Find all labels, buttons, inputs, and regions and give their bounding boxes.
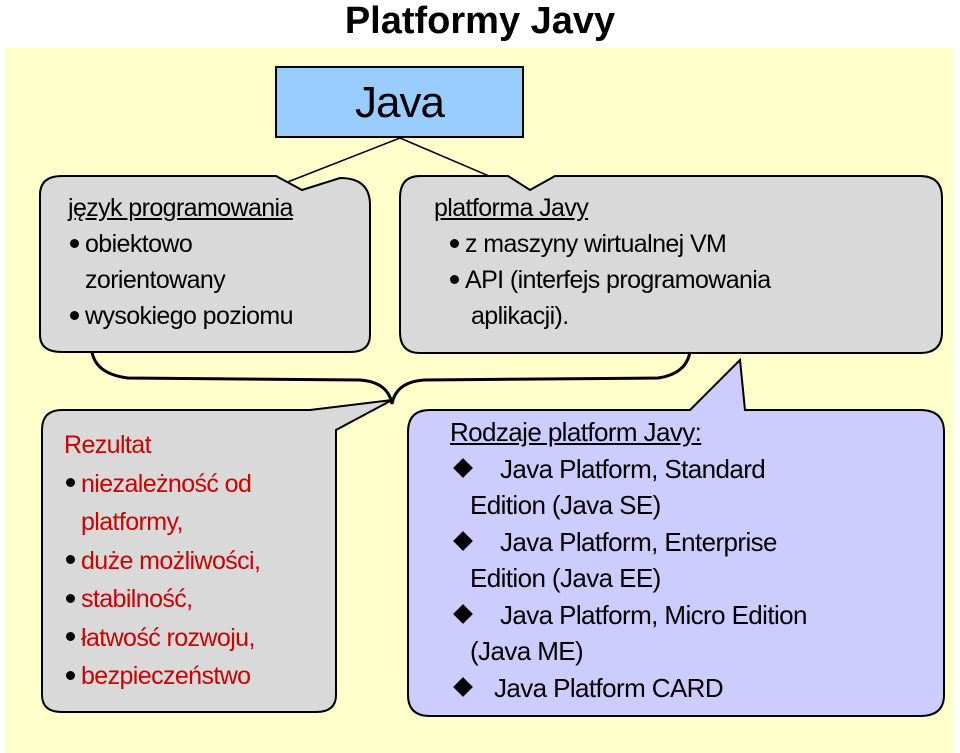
types-item: Edition (Java SE) — [470, 490, 661, 520]
result-text: Rezultat niezależność od platformy, duże… — [64, 426, 334, 696]
bullet-icon — [66, 632, 75, 642]
language-heading: język programowania — [68, 194, 293, 222]
platform-item: aplikacji). — [471, 302, 569, 330]
bullet-icon — [66, 555, 75, 565]
bullet-icon — [70, 310, 79, 320]
platform-bubble — [399, 175, 943, 354]
result-item: stabilność, — [81, 585, 193, 613]
page-title: Platformy Javy — [344, 0, 616, 42]
bullet-icon — [450, 238, 459, 248]
types-item: Java Platform CARD — [494, 672, 724, 703]
types-bubble — [407, 357, 945, 717]
bullet-icon — [66, 478, 75, 488]
types-item: Edition (Java EE) — [470, 563, 661, 593]
bullet-icon — [66, 593, 75, 603]
diamond-bullet-icon — [453, 530, 473, 551]
result-item: platformy, — [81, 508, 184, 536]
connector-java-language — [279, 137, 401, 186]
types-item: Java Platform, Micro Edition — [500, 599, 807, 630]
platform-text: platforma Javy z maszyny wirtualnej VM A… — [434, 190, 934, 334]
result-bubble — [41, 399, 393, 713]
result-heading: Rezultat — [64, 431, 152, 459]
result-item: duże możliwości, — [81, 546, 261, 575]
platform-item: API (interfejs programowania — [465, 266, 771, 294]
types-item: (Java ME) — [470, 636, 584, 666]
language-item: wysokiego poziomu — [85, 302, 294, 330]
platform-item: z maszyny wirtualnej VM — [465, 230, 727, 258]
result-item: bezpieczeństwo — [81, 662, 251, 690]
language-text: język programowania obiektowo zorientowa… — [68, 190, 363, 334]
diamond-bullet-icon — [453, 603, 473, 624]
result-item: łatwość rozwoju, — [81, 623, 255, 652]
diamond-bullet-icon — [453, 676, 473, 697]
bullet-icon — [66, 670, 75, 680]
result-item: niezależność od — [81, 469, 252, 498]
diamond-bullet-icon — [453, 457, 473, 478]
types-heading: Rodzaje platform Javy: — [450, 417, 702, 447]
bullet-icon — [70, 238, 79, 248]
bullet-icon — [450, 274, 459, 284]
types-item: Java Platform, Standard — [500, 453, 766, 484]
java-box: Java — [275, 66, 524, 138]
curly-brace — [90, 351, 692, 405]
language-item: obiektowo — [85, 230, 193, 258]
types-text: Rodzaje platform Javy: Java Platform, St… — [436, 414, 936, 706]
language-bubble — [39, 175, 371, 353]
language-item: zorientowany — [85, 266, 226, 294]
types-item: Java Platform, Enterprise — [500, 526, 778, 557]
platform-heading: platforma Javy — [434, 194, 589, 222]
